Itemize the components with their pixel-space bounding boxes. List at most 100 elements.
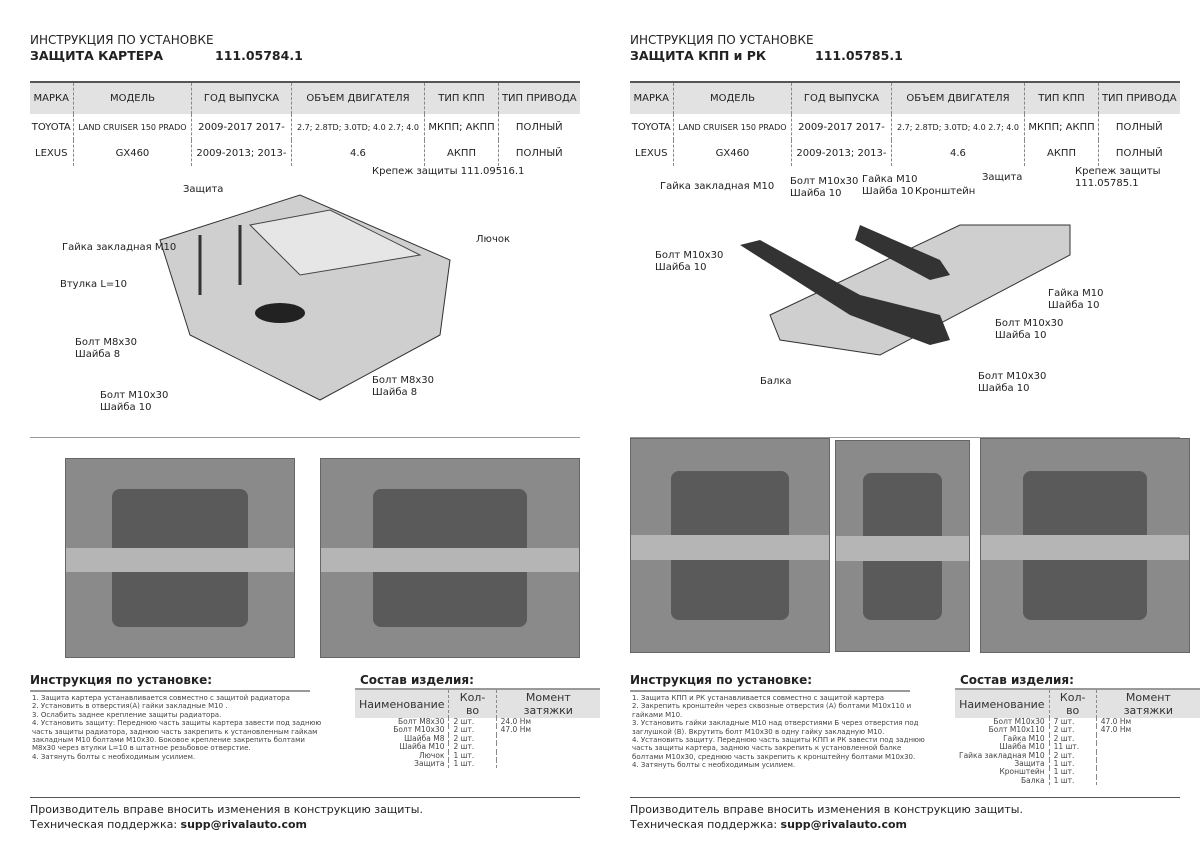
- table-cell: Защита: [1014, 759, 1045, 769]
- callout-label: Кронштейн: [915, 186, 976, 197]
- divider: [630, 797, 1180, 798]
- table-cell: Шайба М10: [999, 742, 1045, 752]
- table-cell: 2 шт.: [448, 742, 497, 752]
- callout-label: Гайка М10: [862, 174, 918, 185]
- divider: [30, 797, 580, 798]
- table-cell: [1095, 760, 1200, 769]
- table-header: ОБЪЕМ ДВИГАТЕЛЯ: [290, 81, 425, 114]
- composition-header: Кол-во: [1048, 688, 1097, 718]
- table-cell: 2 шт.: [1048, 725, 1097, 735]
- table-cell: 24.0 Нм: [495, 717, 600, 727]
- table-cell: МКПП; АКПП: [424, 114, 499, 140]
- composition-header: Момент затяжки: [495, 688, 600, 718]
- table-cell: Шайба М10: [399, 742, 445, 752]
- disclaimer: Производитель вправе вносить изменения в…: [30, 803, 423, 816]
- part-number: 111.05785.1: [815, 48, 903, 63]
- callout-label: Шайба 10: [862, 186, 914, 197]
- instruction-page-1: ИНСТРУКЦИЯ ПО УСТАНОВКЕ ЗАЩИТА КАРТЕРА 1…: [30, 33, 600, 831]
- instruction-step: 2. Закрепить кронштейн через сквозные от…: [632, 702, 912, 719]
- instruction-step: 3. Установить гайки закладные М10 над от…: [632, 719, 919, 736]
- divider: [630, 690, 910, 692]
- table-cell: Балка: [1020, 775, 1045, 785]
- instruction-step: 4. Установить защиту: Переднюю часть защ…: [32, 719, 322, 753]
- divider: [30, 690, 310, 692]
- callout-label: Лючок: [476, 234, 511, 245]
- doc-subtitle: ИНСТРУКЦИЯ ПО УСТАНОВКЕ: [630, 33, 814, 47]
- callout-label: Болт М10х30: [978, 371, 1047, 382]
- instructions-heading: Инструкция по установке:: [30, 673, 213, 687]
- table-cell: АКПП: [1024, 140, 1099, 166]
- callout-label: Болт М8х30: [75, 337, 138, 348]
- disclaimer: Производитель вправе вносить изменения в…: [630, 803, 1023, 816]
- instruction-step: 3. Ослабить заднее крепление защиты ради…: [32, 710, 222, 719]
- callout-label: Крепеж защиты: [1075, 166, 1161, 177]
- support-email-link[interactable]: supp@rivalauto.com: [780, 818, 908, 831]
- callout-label: Балка: [760, 376, 792, 387]
- table-cell: [1095, 734, 1200, 744]
- callout-label: Шайба 10: [100, 402, 152, 413]
- callout-label: Гайка М10: [1048, 288, 1104, 299]
- table-cell: LEXUS: [635, 147, 668, 159]
- part-number: 111.05784.1: [215, 48, 303, 63]
- callout-label: Шайба 10: [978, 383, 1030, 394]
- table-header: ОБЪЕМ ДВИГАТЕЛЯ: [890, 81, 1025, 114]
- table-cell: [1095, 751, 1200, 761]
- installation-photo: [835, 440, 970, 652]
- table-cell: [495, 760, 600, 769]
- instructions-list: 1. Защита КПП и РК устанавливается совме…: [632, 694, 927, 770]
- callout-label: Втулка L=10: [60, 279, 128, 290]
- table-cell: Гайка М10: [1003, 733, 1045, 743]
- table-cell: 47.0 Нм: [1095, 725, 1200, 735]
- table-header: ГОД ВЫПУСКА: [191, 81, 292, 114]
- table-header: ТИП ПРИВОДА: [1097, 81, 1180, 114]
- instruction-step: 1. Защита КПП и РК устанавливается совме…: [632, 694, 885, 702]
- support-email-link[interactable]: supp@rivalauto.com: [180, 818, 308, 831]
- table-cell: [495, 734, 600, 744]
- table-cell: 47.0 Нм: [495, 725, 600, 735]
- table-cell: 4.6: [890, 140, 1025, 166]
- table-cell: 2009-2017 2017-: [791, 114, 892, 140]
- table-cell: ПОЛНЫЙ: [1097, 114, 1180, 140]
- table-cell: 1 шт.: [1048, 776, 1097, 786]
- table-cell: ПОЛНЫЙ: [1097, 140, 1180, 166]
- support-line: Техническая поддержка: supp@rivalauto.co…: [30, 818, 307, 831]
- table-cell: [495, 751, 600, 761]
- callout-label: Шайба 10: [1048, 300, 1100, 311]
- divider: [30, 437, 580, 438]
- table-cell: GX460: [72, 140, 192, 166]
- table-cell: 2 шт.: [1048, 734, 1097, 744]
- table-header: ТИП ПРИВОДА: [497, 81, 580, 114]
- table-cell: Шайба М8: [404, 733, 445, 743]
- parts-diagram: [740, 224, 1071, 356]
- doc-subtitle: ИНСТРУКЦИЯ ПО УСТАНОВКЕ: [30, 33, 214, 47]
- table-header: МАРКА: [30, 81, 74, 114]
- table-cell: Болт М10х110: [988, 725, 1045, 735]
- table-cell: 1 шт.: [448, 751, 497, 761]
- table-cell: АКПП: [424, 140, 499, 166]
- table-cell: TOYOTA: [631, 121, 671, 133]
- installation-photo: [980, 438, 1190, 653]
- table-cell: Защита: [414, 759, 445, 769]
- table-header: ТИП КПП: [424, 81, 499, 114]
- table-cell: 2009-2013; 2013-: [191, 140, 292, 166]
- callout-label: Шайба 8: [372, 387, 418, 398]
- table-cell: 47.0 Нм: [1095, 717, 1200, 727]
- table-cell: Болт М8х30: [397, 717, 445, 726]
- installation-photo: [320, 458, 580, 658]
- instruction-step: 4. Установить защиту. Переднюю часть защ…: [632, 736, 925, 761]
- table-cell: [495, 743, 600, 752]
- doc-title: ЗАЩИТА КПП и РК: [630, 48, 767, 63]
- table-cell: [1095, 768, 1200, 777]
